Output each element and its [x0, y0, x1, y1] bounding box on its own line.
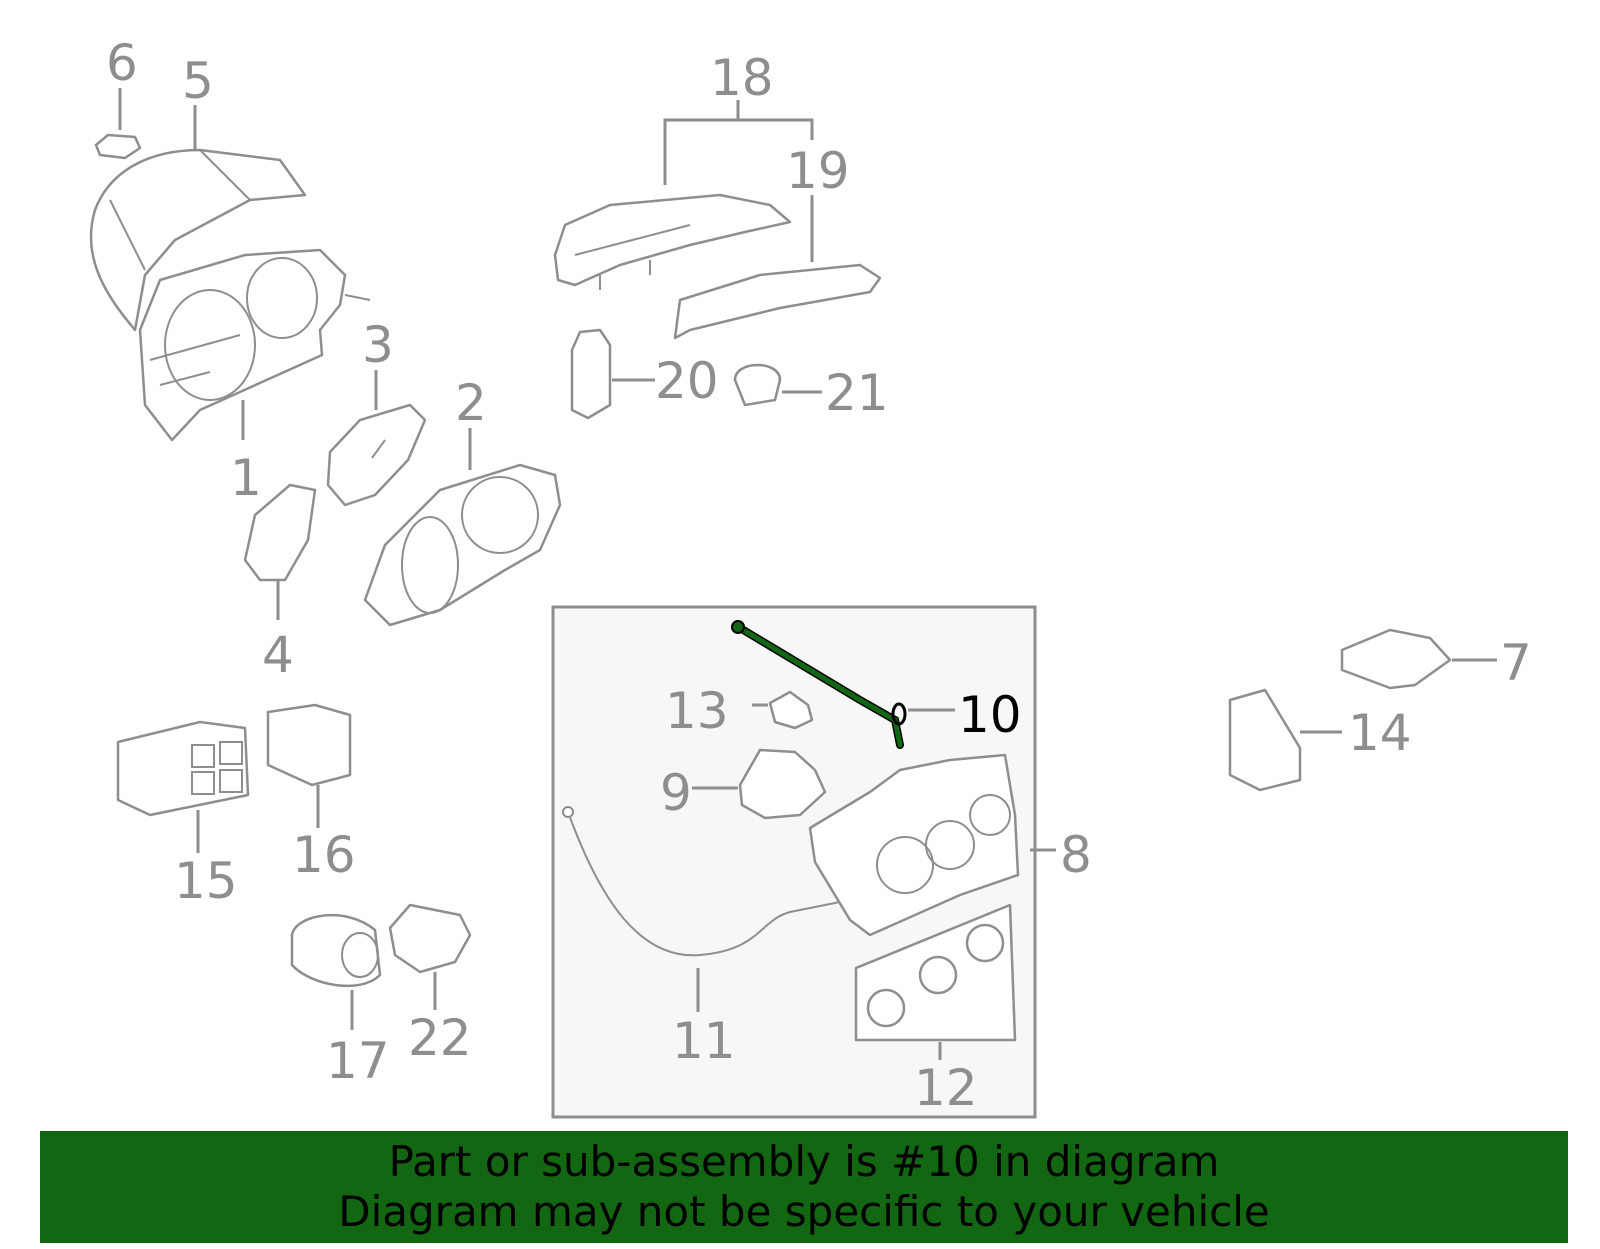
part-5-cluster-hood[interactable] — [89, 148, 307, 332]
leader-lines — [118, 88, 1497, 1060]
callout-6[interactable]: 6 — [106, 34, 138, 92]
part-9-switch[interactable] — [738, 748, 827, 820]
callout-16[interactable]: 16 — [292, 826, 356, 884]
part-21-knob[interactable] — [733, 363, 782, 407]
part-2-cluster-bezel[interactable] — [363, 463, 562, 627]
callout-2[interactable]: 2 — [455, 374, 487, 432]
part-4-gauge-face[interactable] — [243, 483, 317, 582]
part-11-cable[interactable] — [562, 806, 851, 957]
part-15-switch-panel[interactable] — [116, 720, 250, 817]
callout-1[interactable]: 1 — [230, 449, 262, 507]
part-10-cable-highlighted[interactable] — [731, 620, 907, 749]
part-12-knobs[interactable] — [854, 903, 1017, 1042]
callout-5[interactable]: 5 — [182, 52, 214, 110]
callout-17[interactable]: 17 — [326, 1032, 390, 1090]
part-14-module[interactable] — [1228, 688, 1302, 792]
callout-22[interactable]: 22 — [408, 1009, 472, 1067]
banner-line-1: Part or sub-assembly is #10 in diagram — [388, 1137, 1220, 1186]
part-18-vent-assembly[interactable] — [553, 193, 792, 290]
banner-line-2: Diagram may not be specific to your vehi… — [338, 1187, 1270, 1236]
part-16-switch[interactable] — [266, 703, 352, 787]
part-3-gauge[interactable] — [326, 403, 427, 507]
callout-13[interactable]: 13 — [665, 682, 729, 740]
part-1-cluster-housing[interactable] — [138, 248, 371, 442]
callout-12[interactable]: 12 — [914, 1059, 978, 1117]
part-6-clip[interactable] — [94, 133, 142, 160]
callout-15[interactable]: 15 — [174, 852, 238, 910]
info-banner: Part or sub-assembly is #10 in diagram D… — [40, 1131, 1568, 1243]
callout-7[interactable]: 7 — [1500, 634, 1532, 692]
callout-21[interactable]: 21 — [825, 364, 889, 422]
callout-18[interactable]: 18 — [710, 49, 774, 107]
part-22-sensor[interactable] — [388, 903, 472, 974]
callout-14[interactable]: 14 — [1348, 704, 1412, 762]
part-7-bracket[interactable] — [1340, 628, 1452, 690]
callout-3[interactable]: 3 — [362, 316, 394, 374]
callout-11[interactable]: 11 — [672, 1012, 736, 1070]
part-17-switch[interactable] — [290, 914, 382, 988]
callout-labels: 6 5 1 3 2 4 18 19 20 21 7 14 8 10 13 9 1… — [106, 34, 1532, 1117]
callout-10[interactable]: 10 — [958, 686, 1022, 744]
callout-8[interactable]: 8 — [1060, 826, 1092, 884]
part-8-control-head[interactable] — [808, 753, 1020, 937]
part-13-socket[interactable] — [768, 690, 814, 730]
callout-4[interactable]: 4 — [262, 626, 294, 684]
part-20-switch[interactable] — [570, 328, 612, 420]
part-19-trim-strip[interactable] — [673, 263, 882, 340]
callout-20[interactable]: 20 — [655, 352, 719, 410]
callout-19[interactable]: 19 — [786, 142, 850, 200]
callout-9[interactable]: 9 — [660, 764, 692, 822]
